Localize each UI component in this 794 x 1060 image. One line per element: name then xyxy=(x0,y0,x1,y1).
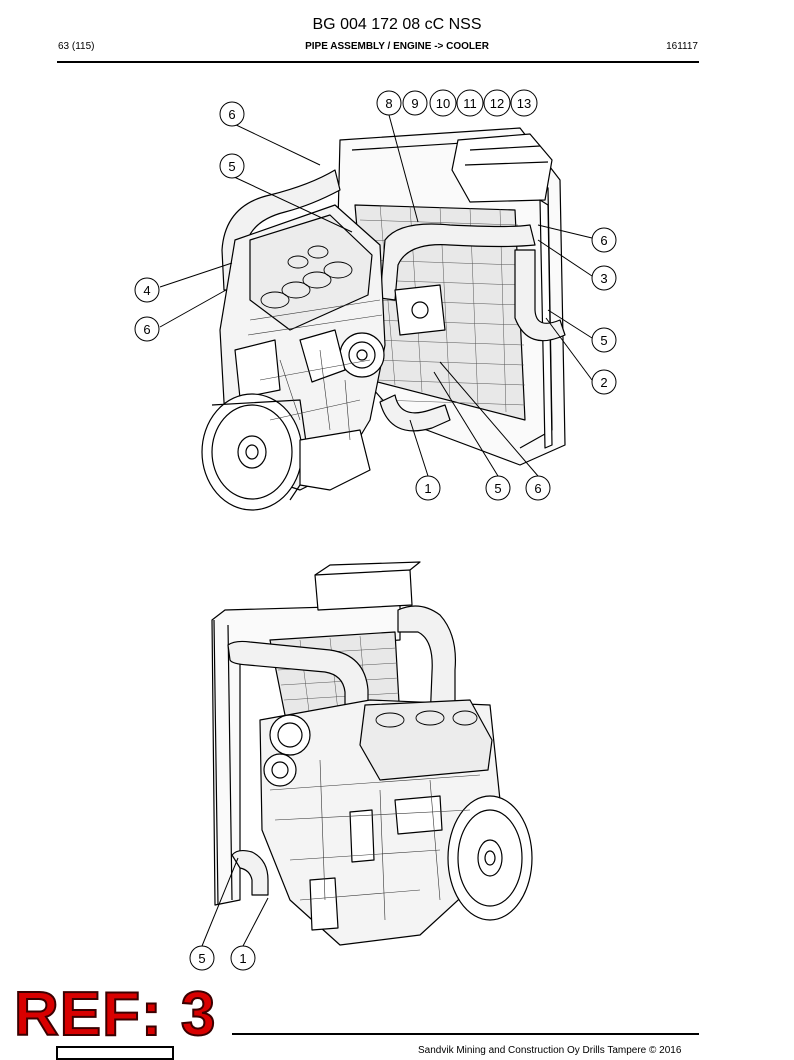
callout-5-right: 5 xyxy=(591,327,617,353)
svg-text:6: 6 xyxy=(228,107,235,122)
svg-text:3: 3 xyxy=(600,271,607,286)
callout-6-bottom-row: 6 xyxy=(525,475,551,501)
svg-text:6: 6 xyxy=(534,481,541,496)
callout-8: 8 xyxy=(376,90,402,116)
engine-cooler-drawing-bottom xyxy=(211,561,533,946)
callout-2: 2 xyxy=(591,369,617,395)
callout-13: 13 xyxy=(510,89,538,117)
svg-text:2: 2 xyxy=(600,375,607,390)
callout-5-lower-figure: 5 xyxy=(189,945,215,971)
svg-text:11: 11 xyxy=(463,96,477,111)
callout-6-left: 6 xyxy=(134,316,160,342)
callout-11: 11 xyxy=(456,89,484,117)
callout-4: 4 xyxy=(134,277,160,303)
callout-6-top-left: 6 xyxy=(219,101,245,127)
svg-text:5: 5 xyxy=(228,159,235,174)
svg-text:8: 8 xyxy=(385,96,392,111)
svg-text:6: 6 xyxy=(600,233,607,248)
leader-lines xyxy=(159,114,593,947)
callout-9: 9 xyxy=(402,90,428,116)
footer-copyright: Sandvik Mining and Construction Oy Drill… xyxy=(418,1045,682,1056)
callout-10: 10 xyxy=(429,89,457,117)
svg-text:10: 10 xyxy=(436,96,450,111)
engine-cooler-drawing-top xyxy=(201,127,566,511)
sandvik-logo xyxy=(56,1046,174,1060)
callout-3: 3 xyxy=(591,265,617,291)
svg-text:6: 6 xyxy=(143,322,150,337)
document-title: BG 004 172 08 cC NSS xyxy=(312,16,482,33)
section-title: PIPE ASSEMBLY / ENGINE -> COOLER xyxy=(305,41,489,52)
svg-text:5: 5 xyxy=(600,333,607,348)
svg-text:12: 12 xyxy=(490,96,504,111)
document-code: 161117 xyxy=(666,41,698,52)
svg-text:13: 13 xyxy=(517,96,531,111)
ref-stamp: REF: 3 xyxy=(13,980,217,1049)
svg-text:9: 9 xyxy=(411,96,418,111)
callout-6-right-upper: 6 xyxy=(591,227,617,253)
callout-1-lower-figure: 1 xyxy=(230,945,256,971)
svg-text:1: 1 xyxy=(424,481,431,496)
callout-5-top-left: 5 xyxy=(219,153,245,179)
callout-1-top: 1 xyxy=(415,475,441,501)
svg-text:1: 1 xyxy=(239,951,246,966)
page-reference: 63 (115) xyxy=(58,41,95,52)
callout-5-bottom-row: 5 xyxy=(485,475,511,501)
svg-text:5: 5 xyxy=(494,481,501,496)
footer-divider xyxy=(232,1033,699,1035)
header-divider xyxy=(57,61,699,63)
svg-text:5: 5 xyxy=(198,951,205,966)
svg-text:4: 4 xyxy=(143,283,150,298)
callout-12: 12 xyxy=(483,89,511,117)
